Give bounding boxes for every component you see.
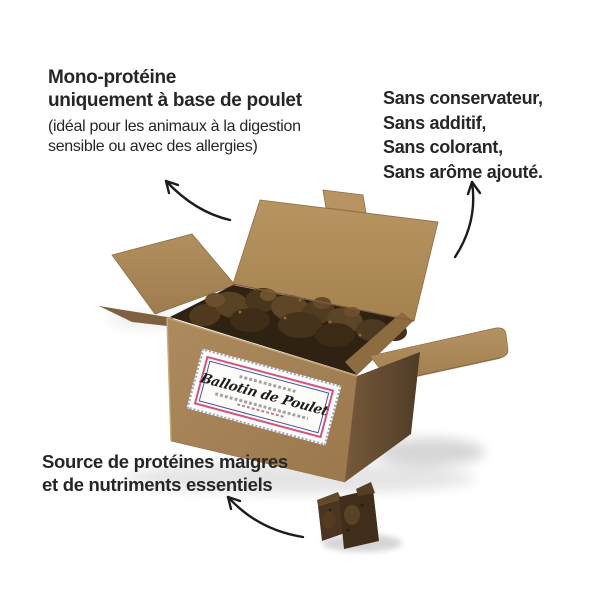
treat-pieces bbox=[317, 482, 379, 549]
feature-mono-protein: Mono-protéine uniquement à base de poule… bbox=[48, 66, 302, 157]
lid-tab-fold-line bbox=[325, 207, 367, 214]
box-right-face bbox=[345, 352, 420, 482]
feature-text-line: Sans colorant, bbox=[383, 137, 503, 157]
feature-text-line: Source de protéines maigres bbox=[42, 451, 288, 472]
feature-text-line: Mono-protéine bbox=[48, 67, 177, 88]
feature-text-line: sensible ou avec des allergies) bbox=[48, 138, 258, 155]
feature-text-line: Sans conservateur, bbox=[383, 88, 543, 108]
feature-no-additives: Sans conservateur, Sans additif, Sans co… bbox=[383, 86, 543, 184]
feature-text-line: (idéal pour les animaux à la digestion bbox=[48, 118, 301, 135]
lid-fold-line bbox=[232, 283, 415, 322]
feature-text-line: uniquement à base de poulet bbox=[48, 90, 302, 111]
arrow-bottom-left-icon bbox=[226, 495, 305, 539]
feature-lean-protein: Source de protéines maigres et de nutrim… bbox=[42, 450, 288, 496]
box-left-flap-edge bbox=[99, 306, 176, 327]
feature-text-line: et de nutriments essentiels bbox=[42, 474, 273, 495]
treats-in-box bbox=[170, 285, 413, 375]
box-inner-wall bbox=[345, 312, 413, 375]
arrow-top-left-icon bbox=[164, 179, 232, 222]
feature-text-line: Sans additif, bbox=[383, 112, 487, 133]
arrow-top-right-icon bbox=[453, 180, 482, 259]
front-rim-edge bbox=[166, 317, 358, 377]
front-left-edge-highlight bbox=[166, 317, 172, 442]
feature-text-line: Sans arôme ajouté. bbox=[383, 161, 543, 182]
